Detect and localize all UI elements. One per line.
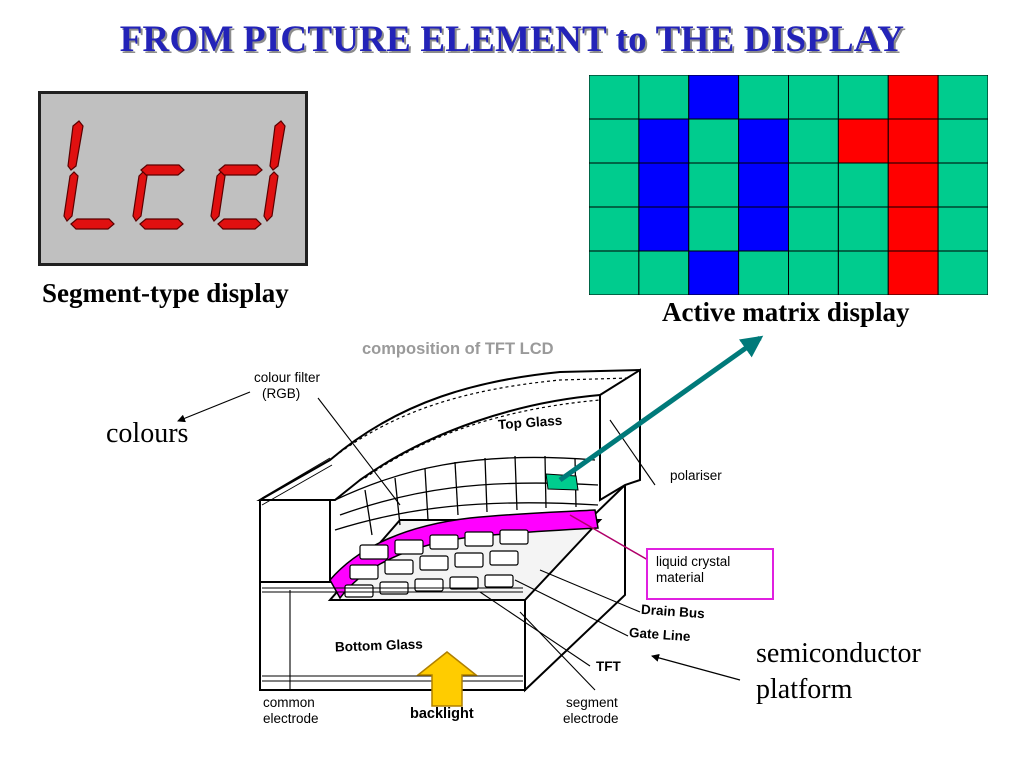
semiconductor-platform-label: semiconductor platform <box>756 636 921 708</box>
matrix-cell <box>738 75 790 120</box>
liquid-crystal-label-box: liquid crystal material <box>646 548 774 600</box>
drain-bus-label: Drain Bus <box>640 601 706 622</box>
liquid-crystal-layer <box>329 509 599 600</box>
segment-display-panel <box>38 91 308 266</box>
liquid-crystal-label-line-1: liquid crystal <box>656 554 731 569</box>
matrix-cell <box>887 118 939 164</box>
active-matrix-grid <box>589 75 988 295</box>
tft-label: TFT <box>596 659 621 674</box>
matrix-cell <box>638 75 690 120</box>
teal-link-arrow <box>558 335 764 483</box>
segment-display-caption: Segment-type display <box>42 278 289 308</box>
bottom-polariser-hatching <box>262 587 523 682</box>
matrix-cell <box>738 162 790 208</box>
diagram-title: composition of TFT LCD <box>362 340 554 358</box>
segment-l-bottom <box>70 218 115 230</box>
matrix-cell <box>589 162 640 208</box>
active-matrix-caption: Active matrix display <box>662 297 910 327</box>
colours-label: colours <box>106 418 189 449</box>
colours-arrow <box>177 391 251 423</box>
matrix-cell <box>638 162 690 208</box>
segment-d-middle <box>218 164 263 176</box>
matrix-cell <box>937 118 988 164</box>
common-electrode-label: common electrode <box>263 695 319 727</box>
backlight-label: backlight <box>410 706 474 722</box>
matrix-cell <box>937 206 988 252</box>
inner-floor <box>327 519 603 601</box>
matrix-cell <box>788 206 839 252</box>
common-electrode-line-2: electrode <box>263 711 319 726</box>
segment-c-bottom <box>139 218 184 230</box>
matrix-cell <box>589 250 640 295</box>
colour-filter-label: colour filter (RGB) <box>254 370 320 402</box>
semiconductor-platform-line-2: platform <box>756 674 853 705</box>
bottom-glass-front-face <box>259 581 526 691</box>
matrix-cell <box>688 250 740 295</box>
matrix-cell <box>788 162 839 208</box>
matrix-cell <box>638 250 690 295</box>
matrix-cell <box>589 118 640 164</box>
colour-filter-label-line-1: colour filter <box>254 370 321 385</box>
matrix-cell <box>589 206 640 252</box>
matrix-cell <box>589 75 640 120</box>
segment-d-lower-left <box>210 171 226 222</box>
semiconductor-platform-line-1: semiconductor <box>756 638 921 669</box>
matrix-cell <box>937 75 988 120</box>
matrix-cell <box>788 250 839 295</box>
segment-electrode-line-1: segment <box>566 695 618 710</box>
segment-d-bottom <box>217 218 262 230</box>
segment-l-lower <box>63 171 79 222</box>
matrix-cell <box>688 75 740 120</box>
matrix-cell <box>788 118 839 164</box>
right-side-slab <box>599 368 641 502</box>
backlight-arrow-icon <box>415 651 479 707</box>
matrix-cell <box>837 162 889 208</box>
matrix-cell <box>937 162 988 208</box>
colour-filter-label-line-2: (RGB) <box>262 386 301 401</box>
colour-filter-grid <box>334 455 599 536</box>
matrix-cell <box>738 206 790 252</box>
segment-c-middle <box>140 164 185 176</box>
matrix-cell <box>887 162 939 208</box>
liquid-crystal-label-line-2: material <box>656 570 705 585</box>
segment-d-lower-right <box>263 171 279 222</box>
segment-c-lower <box>132 171 148 222</box>
matrix-cell <box>638 206 690 252</box>
matrix-cell <box>837 206 889 252</box>
page-title: FROM PICTURE ELEMENT to THE DISPLAY <box>119 19 905 60</box>
matrix-cell <box>738 250 790 295</box>
matrix-cell <box>688 118 740 164</box>
segment-electrode-line-2: electrode <box>563 711 619 726</box>
matrix-cell <box>688 162 740 208</box>
matrix-cell <box>738 118 790 164</box>
glass-slab-outline <box>256 368 641 693</box>
top-polariser-hatching <box>261 457 333 506</box>
semiconductor-arrow <box>651 653 741 681</box>
matrix-cell <box>688 206 740 252</box>
matrix-cell <box>887 75 939 120</box>
matrix-cell <box>788 75 839 120</box>
matrix-cell <box>887 206 939 252</box>
segment-d-upper-right <box>269 120 286 171</box>
matrix-cell <box>937 250 988 295</box>
gate-line-label: Gate Line <box>628 624 691 645</box>
matrix-cell <box>887 250 939 295</box>
matrix-cell <box>837 118 889 164</box>
tft-array <box>344 529 529 598</box>
segment-electrode-label: segment electrode <box>563 695 619 727</box>
top-glass-label: Top Glass <box>497 412 563 433</box>
highlighted-colour-filter-cell <box>545 473 579 491</box>
polariser-label: polariser <box>670 468 722 483</box>
matrix-cell <box>837 250 889 295</box>
lcd-segment-digits <box>63 120 286 230</box>
segment-l-upper <box>67 120 84 171</box>
matrix-cell <box>638 118 690 164</box>
liquid-crystal-leader <box>569 514 649 561</box>
bottom-glass-label: Bottom Glass <box>334 636 424 655</box>
common-electrode-line-1: common <box>263 695 315 710</box>
matrix-cell <box>837 75 889 120</box>
left-face-upper <box>259 458 331 642</box>
